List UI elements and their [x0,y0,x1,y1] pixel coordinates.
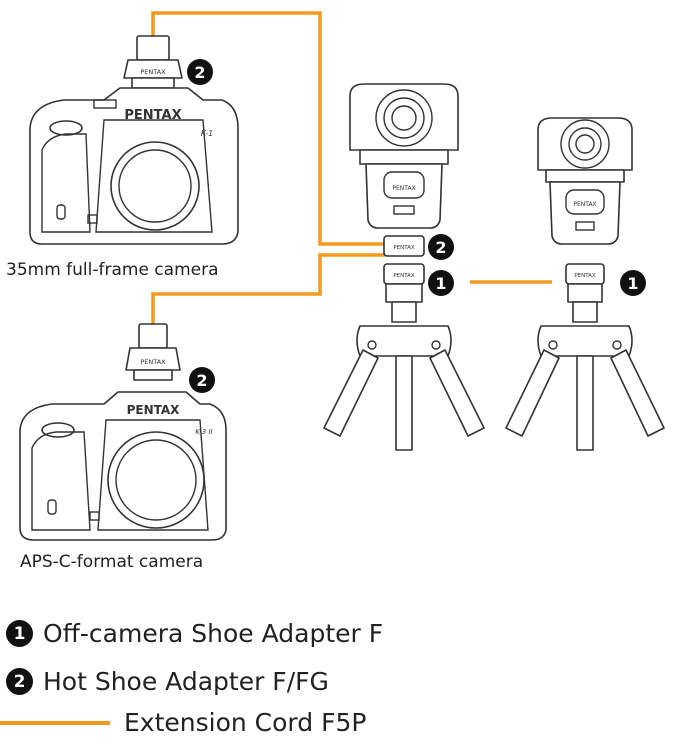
adapter-foot-2 [133,369,173,381]
stand-leg-right-3 [610,349,665,437]
camera-brand-1: PENTAX [124,108,181,123]
hot-shoe-adapter-body-2 [125,347,181,371]
diagram-badge-two-camera-1: 2 [187,59,213,85]
grip-button-2 [47,499,57,515]
stand-post-left [391,301,417,323]
flash-body-right [549,181,621,245]
grip-button-1 [56,204,66,220]
lens-mount-outer-2 [107,431,205,529]
camera-caption-1: 35mm full-frame camera [6,260,219,280]
stand-screw-right-b [612,340,622,350]
flash-foot-right [575,221,595,231]
flash-head-left [349,83,459,151]
cord-apsc-camera [151,253,385,325]
sr-mark-2 [89,511,100,521]
extension-cords [151,11,552,325]
flash-fresnel-core-left [391,105,417,131]
lens-mount-inner-1 [118,149,192,223]
camera-caption-2: APS-C-format camera [20,552,203,572]
stand-screw-left-b [431,340,441,350]
flash-unit-right: PENTAX PENTAX [505,117,665,451]
diagram-badge-two-stand: 2 [428,234,454,260]
shoe-label-left-bottom: PENTAX [393,273,415,279]
camera-brand-2: PENTAX [127,403,181,417]
stand-screw-left-a [367,340,377,350]
camera-apsc: PENTAX PENTAX K-3 II [19,323,227,541]
hot-shoe-adapter-top-2 [138,323,168,349]
flash-fresnel-ring-right [568,127,602,161]
camera-full-frame: PENTAX PENTAX K-1 [29,35,239,245]
diagram-badge-one-left: 1 [428,270,454,296]
badge-number: 1 [627,274,638,293]
camera-model-mark-1: K-1 [201,129,213,138]
hot-shoe-adapter-body-1 [123,59,183,79]
stand-leg-left-2 [395,355,413,451]
camera-front-plate-2 [97,419,209,531]
orange-line-icon [0,720,110,725]
flash-unit-left: PENTAX PENTAX PENTAX [323,83,485,451]
flash-neck-left [359,149,449,165]
stand-screw-right-a [548,340,558,350]
stand-leg-left-1 [323,349,379,437]
camera-grip-1 [41,133,91,233]
camera-model-mark-2: K-3 II [195,428,212,436]
flash-fresnel-left [375,89,433,147]
stand-mount-right [567,283,603,303]
flash-foot-left [393,205,415,215]
stand-mount-left [385,283,423,303]
adapter-foot-1 [131,77,175,89]
badge-number: 2 [435,238,446,257]
flash-sensor-left [383,171,425,199]
camera-front-plate-1 [95,119,213,233]
legend-item-off-camera-shoe-adapter: 1 Off-camera Shoe Adapter F [6,619,383,648]
legend-item-hot-shoe-adapter: 2 Hot Shoe Adapter F/FG [6,667,329,696]
flash-sensor-right [565,189,605,215]
legend-label: Hot Shoe Adapter F/FG [43,667,329,696]
prism-adapter-label-1: PENTAX [140,68,166,76]
legend-label: Extension Cord F5P [124,708,367,737]
legend-item-extension-cord: Extension Cord F5P [0,708,366,737]
flash-neck-right [545,169,625,183]
badge-2-icon: 2 [6,668,33,695]
flash-label-left: PENTAX [392,185,415,192]
shoe-label-left-top: PENTAX [393,245,415,251]
diagram-badge-two-camera-2: 2 [189,367,215,393]
badge-number: 2 [196,371,207,390]
stand-leg-right-2 [576,355,594,451]
sr-mark-1 [87,214,98,224]
flash-fresnel-right [560,119,610,169]
cord-full-frame-camera [151,11,385,246]
flash-label-right: PENTAX [573,201,596,208]
lens-mount-inner-2 [115,439,197,521]
hot-shoe-adapter-top-1 [136,35,170,61]
stand-leg-left-3 [429,349,485,437]
legend-label: Off-camera Shoe Adapter F [43,619,384,648]
flash-body-left [365,163,443,229]
hot-shoe-adapter-on-stand [383,235,425,257]
flash-fresnel-ring-left [383,97,425,139]
lens-mount-outer-1 [110,141,200,231]
command-dial-1 [49,120,83,136]
mode-dial-1 [93,99,117,109]
badge-number: 2 [194,63,205,82]
diagram-badge-one-right: 1 [620,270,646,296]
command-dial-2 [41,422,75,438]
camera-grip-2 [31,431,91,531]
prism-adapter-label-2: PENTAX [140,358,166,366]
stand-leg-right-1 [505,349,560,437]
stand-post-right [572,301,598,323]
badge-1-icon: 1 [6,620,33,647]
flash-fresnel-core-right [575,134,595,154]
flash-head-right [537,117,633,171]
badge-number: 1 [435,274,446,293]
shoe-label-right: PENTAX [574,273,596,279]
